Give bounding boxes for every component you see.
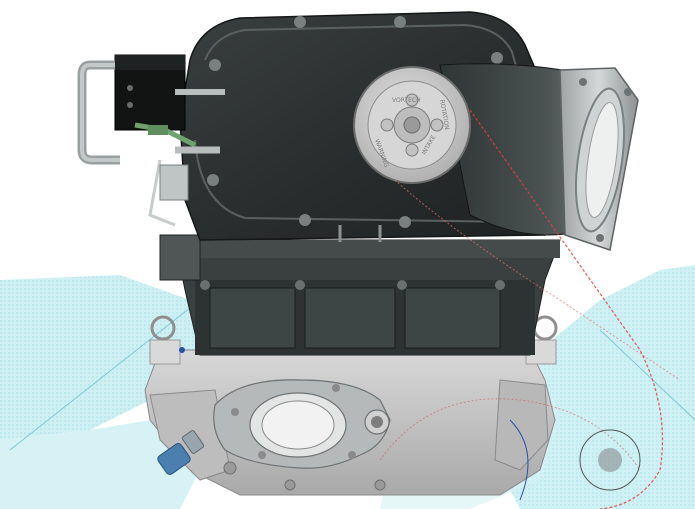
drive-belt <box>379 109 681 509</box>
bypass-valve <box>77 54 225 227</box>
outlet-snout <box>439 63 639 251</box>
plenum-block <box>159 234 561 356</box>
pulley-text-top: VORTECH <box>392 97 421 104</box>
pulley[interactable]: VORTECH ROTATION WARNING INTAKE <box>353 66 471 184</box>
throttle-body-flange <box>213 379 391 469</box>
fuel-line-fitting <box>157 430 205 475</box>
mount-ear-left <box>149 315 185 365</box>
